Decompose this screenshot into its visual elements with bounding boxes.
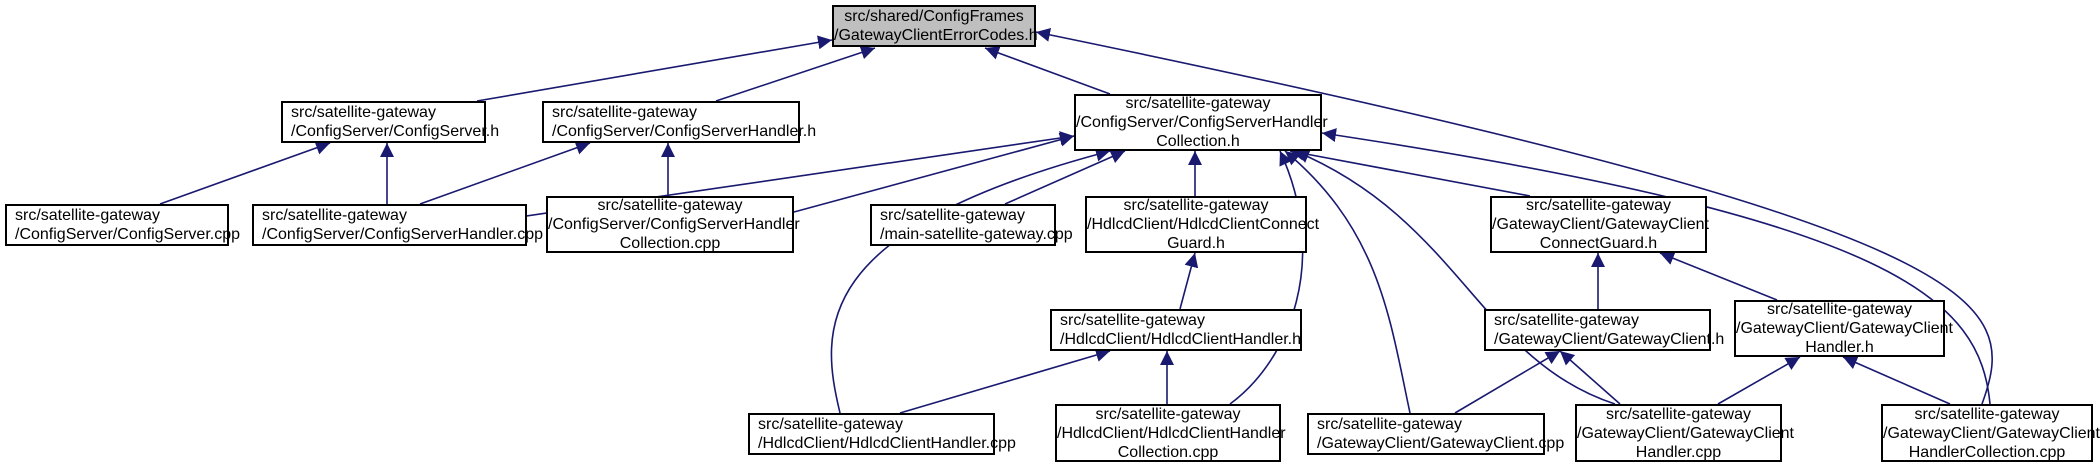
node-config-server-h[interactable]: src/satellite-gateway /ConfigServer/Conf… bbox=[281, 101, 500, 143]
edge-handler-collection-cpp-to-collection-h bbox=[1321, 128, 1991, 405]
edge-handler-collection-cpp-to-root bbox=[1035, 27, 1993, 405]
node-line: src/satellite-gateway bbox=[262, 207, 407, 224]
node-line: src/satellite-gateway bbox=[880, 207, 1025, 224]
node-line: src/satellite-gateway bbox=[1095, 405, 1241, 423]
node-config-server-cpp[interactable]: src/satellite-gateway /ConfigServer/Conf… bbox=[5, 204, 240, 246]
edge-handler-collection-cpp-to-handler-h bbox=[1842, 356, 1951, 405]
node-hdlcd-client-handler-h[interactable]: src/satellite-gateway /HdlcdClient/Hdlcd… bbox=[1050, 309, 1302, 351]
node-line: /HdlcdClient/HdlcdClientConnect bbox=[1087, 216, 1320, 233]
node-gateway-client-h[interactable]: src/satellite-gateway /GatewayClient/Gat… bbox=[1484, 309, 1725, 351]
node-line: src/satellite-gateway bbox=[1526, 197, 1671, 214]
edge-hdlcd-handler-cpp-to-collection-h bbox=[830, 147, 1111, 414]
edge-hdlcd-handler-collection-cpp-to-collection-h bbox=[1229, 150, 1304, 405]
node-line: src/satellite-gateway bbox=[15, 207, 160, 224]
node-root-gateway-client-error-codes-h: src/shared/ConfigFrames /GatewayClientEr… bbox=[832, 5, 1038, 47]
node-line: ConnectGuard.h bbox=[1539, 235, 1658, 252]
node-hdlcd-client-handler-collection-cpp[interactable]: src/satellite-gateway /HdlcdClient/Hdlcd… bbox=[1055, 404, 1286, 462]
node-line: src/satellite-gateway bbox=[552, 104, 697, 121]
node-config-server-handler-collection-h[interactable]: src/satellite-gateway /ConfigServer/Conf… bbox=[1074, 94, 1328, 151]
node-gateway-client-handler-cpp[interactable]: src/satellite-gateway /GatewayClient/Gat… bbox=[1575, 404, 1794, 462]
node-line: Guard.h bbox=[1167, 235, 1225, 252]
node-line: /ConfigServer/ConfigServerHandler bbox=[548, 216, 800, 233]
node-line: Handler.cpp bbox=[1635, 443, 1722, 461]
edge-gateway-connect-guard-to-collection-h bbox=[1289, 146, 1531, 197]
node-line: /ConfigServer/ConfigServerHandler.h bbox=[552, 123, 817, 140]
node-line: /GatewayClient/GatewayClient bbox=[1736, 320, 1953, 337]
node-config-server-handler-h[interactable]: src/satellite-gateway /ConfigServer/Conf… bbox=[542, 101, 817, 143]
node-line: /ConfigServer/ConfigServerHandler.cpp bbox=[262, 226, 544, 243]
node-line: src/satellite-gateway bbox=[1914, 405, 2060, 423]
edge-gateway-client-cpp-to-gateway-client-h bbox=[1454, 350, 1561, 414]
node-line: /GatewayClientErrorCodes.h bbox=[834, 27, 1038, 44]
node-line: src/satellite-gateway bbox=[1767, 301, 1912, 318]
node-line: /GatewayClient/GatewayClient bbox=[1883, 424, 2100, 442]
node-line: Collection.cpp bbox=[1117, 443, 1219, 461]
node-line: /ConfigServer/ConfigServer.cpp bbox=[15, 226, 240, 243]
node-gateway-client-cpp[interactable]: src/satellite-gateway /GatewayClient/Gat… bbox=[1307, 413, 1565, 455]
node-line: /GatewayClient/GatewayClient.cpp bbox=[1317, 435, 1565, 452]
node-line: src/satellite-gateway bbox=[758, 416, 903, 433]
node-line: /HdlcdClient/HdlcdClientHandler.h bbox=[1060, 331, 1302, 348]
node-line: src/satellite-gateway bbox=[1494, 312, 1639, 329]
node-line: /GatewayClient/GatewayClient bbox=[1577, 424, 1794, 442]
node-line: /GatewayClient/GatewayClient.h bbox=[1494, 331, 1725, 348]
node-line: src/satellite-gateway bbox=[597, 197, 743, 214]
edge-config-server-handler-cpp-to-config-server-handler-h bbox=[419, 141, 591, 205]
node-line: src/satellite-gateway bbox=[291, 104, 436, 121]
node-gateway-client-handler-collection-cpp[interactable]: src/satellite-gateway /GatewayClient/Gat… bbox=[1881, 404, 2100, 462]
node-config-server-handler-collection-cpp[interactable]: src/satellite-gateway /ConfigServer/Conf… bbox=[546, 196, 800, 253]
node-line: /HdlcdClient/HdlcdClientHandler bbox=[1057, 424, 1286, 442]
node-line: Collection.h bbox=[1156, 133, 1240, 150]
edge-gateway-client-cpp-to-collection-h bbox=[1284, 150, 1411, 414]
node-line: src/satellite-gateway bbox=[1060, 312, 1205, 329]
node-line: Handler.h bbox=[1805, 339, 1874, 356]
node-line: /GatewayClient/GatewayClient bbox=[1492, 216, 1709, 233]
node-line: src/satellite-gateway bbox=[1125, 95, 1271, 112]
node-line: Collection.cpp bbox=[619, 235, 721, 252]
edge-collection-cpp-to-collection-h bbox=[793, 132, 1075, 213]
edge-config-server-handler-h-to-root bbox=[715, 45, 876, 102]
node-line: /ConfigServer/ConfigServer.h bbox=[291, 123, 500, 140]
node-line: /HdlcdClient/HdlcdClientHandler.cpp bbox=[758, 435, 1016, 452]
node-hdlcd-client-handler-cpp[interactable]: src/satellite-gateway /HdlcdClient/Hdlcd… bbox=[748, 413, 1016, 455]
edge-config-server-cpp-to-config-server-h bbox=[159, 141, 331, 205]
node-gateway-client-handler-h[interactable]: src/satellite-gateway /GatewayClient/Gat… bbox=[1734, 300, 1953, 357]
node-line: HandlerCollection.cpp bbox=[1908, 443, 2066, 461]
edge-gateway-client-handler-cpp-to-collection-h bbox=[1294, 149, 1616, 405]
node-line: src/satellite-gateway bbox=[1123, 197, 1269, 214]
node-line: /ConfigServer/ConfigServerHandler bbox=[1076, 114, 1328, 131]
edge-gateway-client-handler-cpp-to-gateway-client-h bbox=[1559, 350, 1621, 405]
edge-gateway-client-handler-cpp-to-handler-h bbox=[1717, 356, 1801, 405]
node-hdlcd-client-connect-guard-h[interactable]: src/satellite-gateway /HdlcdClient/Hdlcd… bbox=[1085, 196, 1320, 253]
node-line: src/satellite-gateway bbox=[1606, 405, 1751, 423]
edge-hdlcd-handler-cpp-to-hdlcd-handler-h bbox=[899, 348, 1111, 414]
edge-gateway-client-handler-h-to-connect-guard bbox=[1659, 251, 1778, 301]
edge-config-server-h-to-root bbox=[476, 35, 833, 102]
dependency-edges bbox=[159, 27, 1993, 414]
edge-handler-collection-h-to-root bbox=[984, 46, 1111, 95]
node-line: /main-satellite-gateway.cpp bbox=[880, 226, 1073, 243]
node-gateway-client-connect-guard-h[interactable]: src/satellite-gateway /GatewayClient/Gat… bbox=[1490, 196, 1709, 253]
node-main-satellite-gateway-cpp[interactable]: src/satellite-gateway /main-satellite-ga… bbox=[870, 204, 1073, 246]
node-line: src/satellite-gateway bbox=[1317, 416, 1462, 433]
node-config-server-handler-cpp[interactable]: src/satellite-gateway /ConfigServer/Conf… bbox=[252, 204, 544, 246]
edge-hdlcd-handler-h-to-connect-guard bbox=[1179, 252, 1199, 310]
node-line: src/shared/ConfigFrames bbox=[844, 8, 1024, 25]
